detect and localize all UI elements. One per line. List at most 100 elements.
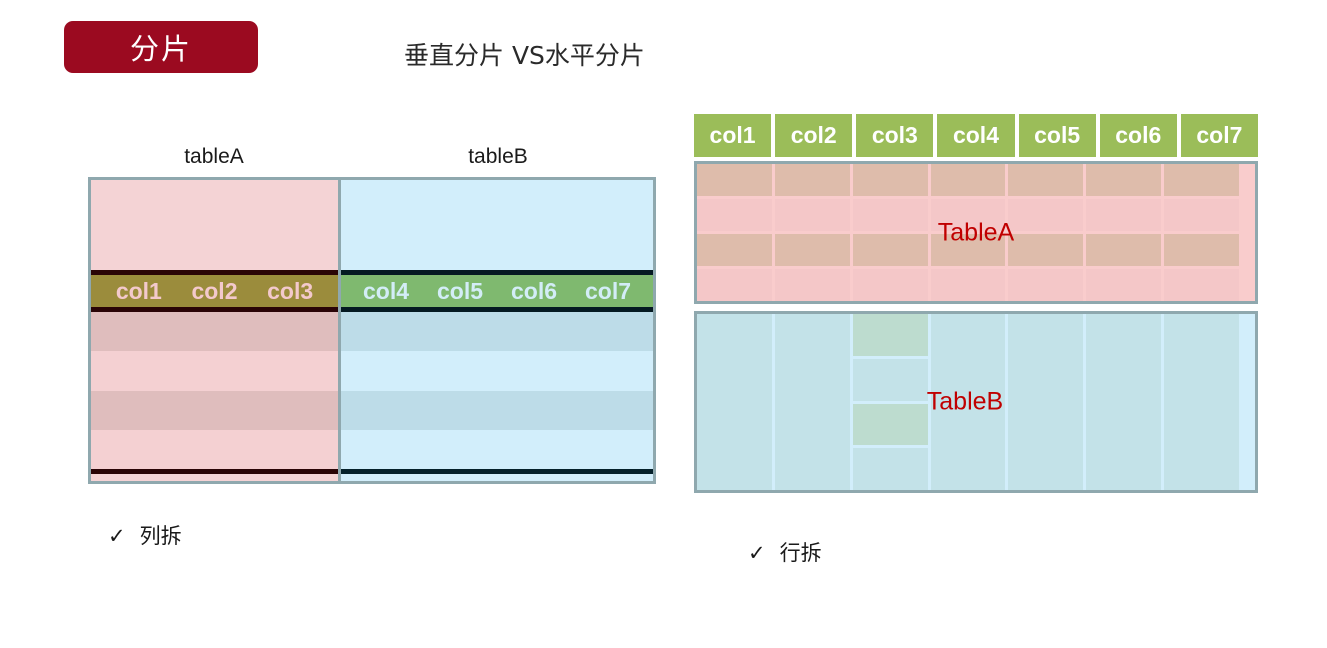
grid-cell xyxy=(1164,269,1240,301)
grid-cell xyxy=(697,164,772,196)
tableb-baseline xyxy=(341,469,653,474)
grid-cell xyxy=(1164,234,1240,266)
grid-cell xyxy=(774,164,850,196)
grid-cell xyxy=(1008,199,1084,231)
grid-column xyxy=(852,164,928,301)
grid-cell xyxy=(1086,234,1162,266)
tableb-top-fill xyxy=(341,180,653,270)
grid-column xyxy=(1086,164,1162,301)
grid-cell xyxy=(697,234,772,266)
table-row xyxy=(341,312,653,352)
grid-cell xyxy=(774,199,850,231)
title-badge: 分片 xyxy=(64,21,258,73)
tableb-base-pad xyxy=(341,474,653,481)
vertical-sharding-diagram: tableA tableB col1 col2 col3 co xyxy=(88,145,656,484)
page-subtitle: 垂直分片 VS水平分片 xyxy=(404,41,645,70)
vertical-sharding-note: ✓ 列拆 xyxy=(108,520,182,550)
grid-cell xyxy=(697,269,772,301)
tablea-cell-grid xyxy=(697,164,1240,301)
table-row xyxy=(91,429,338,469)
header-cell-col4: col4 xyxy=(937,114,1015,157)
tablea-column-band: col1 col2 col3 xyxy=(91,270,338,312)
tableb-col-4: col4 xyxy=(362,277,410,304)
grid-column-highlight xyxy=(852,314,928,490)
grid-cell xyxy=(930,269,1006,301)
vertical-sharding-note-label: 列拆 xyxy=(139,524,182,548)
check-icon: ✓ xyxy=(108,524,126,548)
tableb-column-band: col4 col5 col6 col7 xyxy=(341,270,653,312)
grid-cell xyxy=(852,234,928,266)
grid-cell xyxy=(930,314,1006,490)
tableb-rows xyxy=(341,312,653,469)
grid-cell xyxy=(1164,199,1240,231)
vertical-tableb-half: col4 col5 col6 col7 xyxy=(341,180,653,481)
header-cell-col6: col6 xyxy=(1099,114,1177,157)
grid-cell xyxy=(852,164,928,196)
title-badge-label: 分片 xyxy=(129,32,192,66)
grid-cell-highlight xyxy=(852,403,928,446)
tableb-col-7: col7 xyxy=(584,277,632,304)
grid-cell xyxy=(1164,164,1240,196)
grid-cell xyxy=(1086,199,1162,231)
grid-column xyxy=(1086,314,1162,490)
grid-column xyxy=(1008,164,1084,301)
horizontal-tablea-block: TableA xyxy=(694,161,1258,304)
grid-cell xyxy=(1164,314,1240,490)
grid-cell xyxy=(852,448,928,490)
grid-column xyxy=(930,164,1006,301)
tablea-base-pad xyxy=(91,474,338,481)
grid-cell xyxy=(1086,269,1162,301)
check-icon: ✓ xyxy=(748,541,766,565)
table-row xyxy=(341,390,653,430)
grid-cell xyxy=(774,234,850,266)
vertical-sharding-table: col1 col2 col3 col4 col5 col6 col7 xyxy=(88,177,656,484)
table-row xyxy=(91,351,338,391)
grid-cell xyxy=(774,314,850,490)
horizontal-tableb-block: TableB xyxy=(694,311,1258,493)
grid-column xyxy=(930,314,1006,490)
header-cell-col1: col1 xyxy=(694,114,772,157)
grid-cell xyxy=(852,199,928,231)
grid-cell xyxy=(930,199,1006,231)
grid-cell xyxy=(930,164,1006,196)
header-cell-col2: col2 xyxy=(775,114,853,157)
header-cell-col3: col3 xyxy=(856,114,934,157)
grid-cell xyxy=(1008,234,1084,266)
tableb-cell-grid xyxy=(697,314,1240,490)
grid-cell xyxy=(1008,269,1084,301)
table-row xyxy=(91,312,338,352)
grid-cell xyxy=(1008,314,1084,490)
header-cell-col7: col7 xyxy=(1180,114,1258,157)
grid-cell xyxy=(1008,164,1084,196)
grid-column xyxy=(697,164,772,301)
tablea-col-1: col1 xyxy=(115,277,162,304)
grid-column xyxy=(774,164,850,301)
grid-cell xyxy=(852,358,928,401)
table-row xyxy=(91,390,338,430)
grid-cell-highlight xyxy=(852,314,928,356)
grid-cell xyxy=(1086,164,1162,196)
tableb-col-5: col5 xyxy=(436,277,484,304)
grid-column xyxy=(1164,314,1240,490)
grid-cell xyxy=(697,199,772,231)
table-row xyxy=(341,351,653,391)
tableb-caption: tableB xyxy=(468,145,528,168)
header-cell-col5: col5 xyxy=(1018,114,1096,157)
horizontal-sharding-note: ✓行拆 xyxy=(748,537,822,567)
tablea-col-2: col2 xyxy=(191,277,238,304)
tablea-top-fill xyxy=(91,180,338,270)
grid-cell xyxy=(852,269,928,301)
grid-column xyxy=(697,314,772,490)
grid-column xyxy=(774,314,850,490)
tablea-col-3: col3 xyxy=(267,277,314,304)
grid-cell xyxy=(1086,314,1162,490)
vertical-sharding-captions: tableA tableB xyxy=(88,145,656,177)
grid-cell xyxy=(774,269,850,301)
horizontal-column-header: col1 col2 col3 col4 col5 col6 col7 xyxy=(694,114,1258,157)
vertical-tablea-half: col1 col2 col3 xyxy=(91,180,341,481)
tablea-baseline xyxy=(91,469,338,474)
horizontal-sharding-diagram: col1 col2 col3 col4 col5 col6 col7 xyxy=(694,114,1258,493)
grid-cell xyxy=(697,314,772,490)
grid-cell xyxy=(930,234,1006,266)
grid-column xyxy=(1164,164,1240,301)
